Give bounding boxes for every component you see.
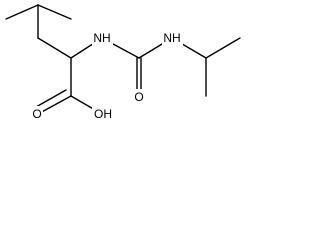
atom-labels: NH NH O O OH [31, 30, 183, 122]
atom-nh-right-label: NH [163, 31, 180, 45]
atom-oh: OH [92, 106, 114, 122]
bond-ccooh-o-double-2 [35, 89, 67, 108]
atom-o-acid: O [31, 106, 43, 122]
atom-o-carbonyl-label: O [134, 90, 143, 104]
bond-c4-calpha [37, 37, 72, 59]
bond-ch-ch3-up [205, 37, 241, 59]
bond-c2-c3 [37, 4, 72, 20]
bond-c1-c2 [5, 4, 39, 20]
atom-o-acid-label: O [32, 107, 41, 121]
chemical-structure-diagram: NH NH O O OH [5, 4, 241, 122]
atom-nh-left: NH [92, 30, 113, 46]
bond-lines [5, 4, 241, 115]
atom-nh-left-label: NH [93, 31, 110, 45]
atom-oh-label: OH [94, 107, 112, 121]
atom-o-carbonyl: O [133, 89, 145, 105]
atom-nh-right: NH [162, 30, 183, 46]
bond-ccooh-o-double-1 [37, 95, 72, 115]
